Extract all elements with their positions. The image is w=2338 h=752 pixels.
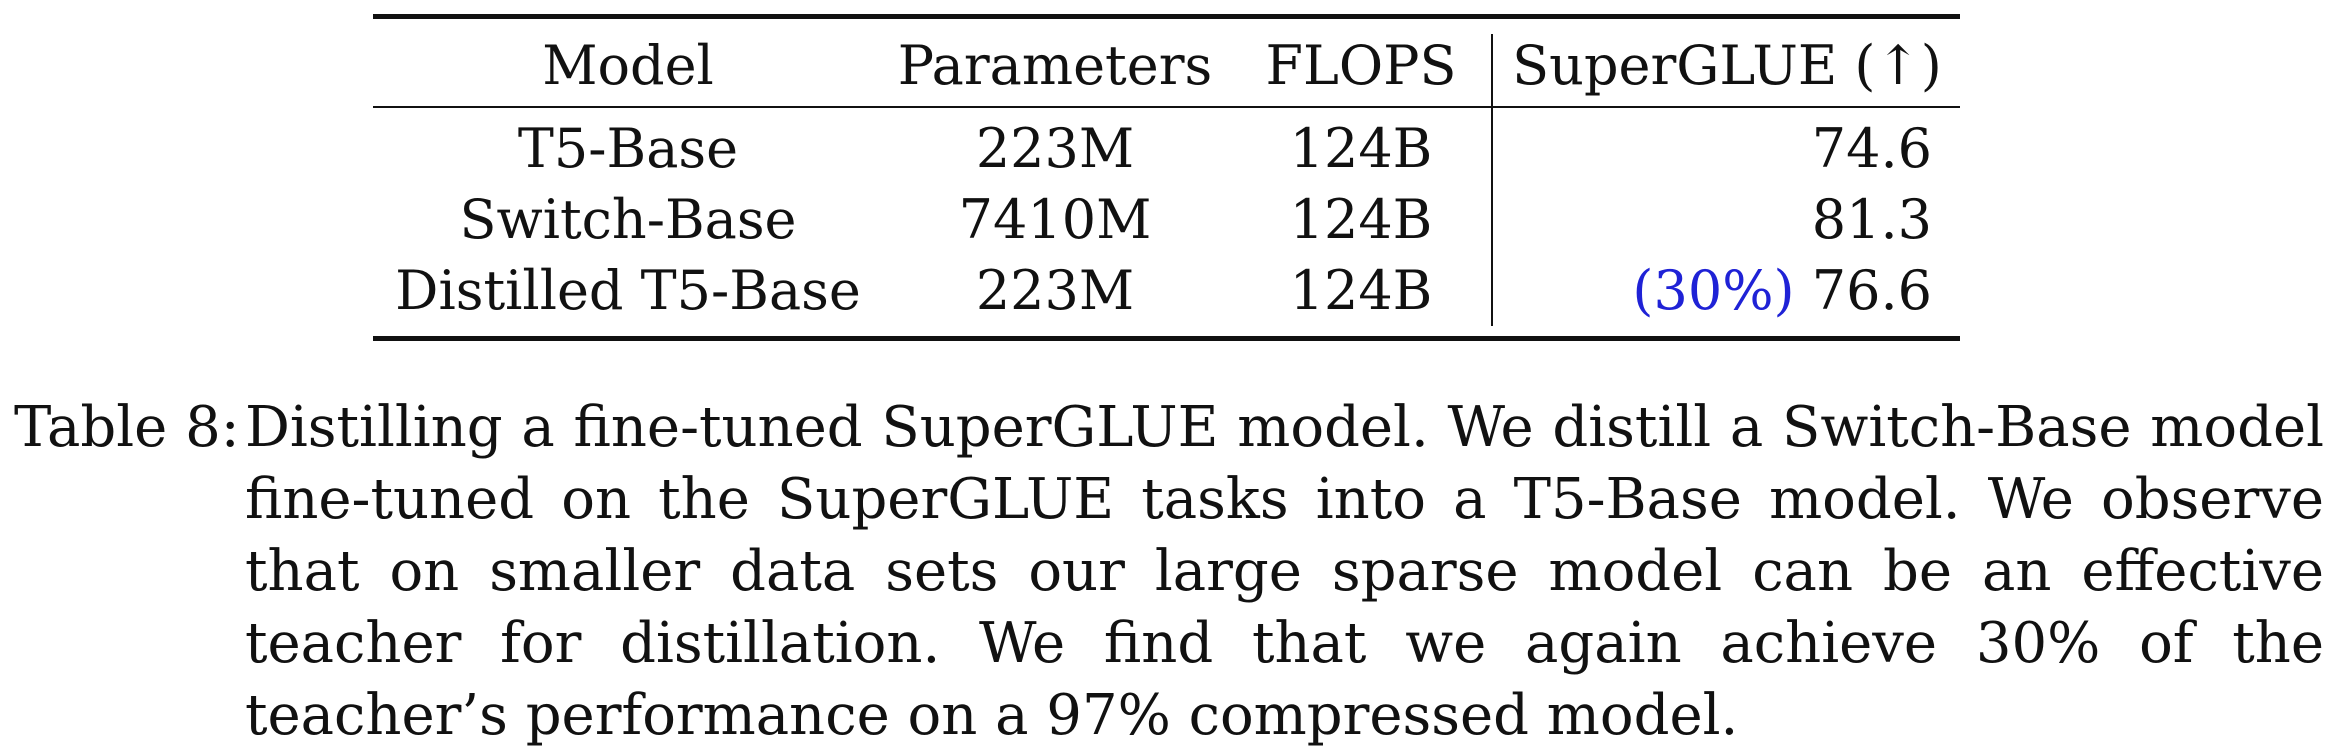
table-bottom-rule xyxy=(373,336,1960,341)
header-model: Model xyxy=(542,34,714,97)
row-3-superglue-cell: (30%) 76.6 xyxy=(1632,259,1932,323)
header-superglue: SuperGLUE (↑) xyxy=(1512,34,1942,97)
table-top-rule xyxy=(373,14,1960,19)
header-parameters: Parameters xyxy=(897,34,1213,97)
row-2-parameters: 7410M xyxy=(958,188,1152,251)
row-2-model: Switch-Base xyxy=(459,188,797,251)
row-1-model: T5-Base xyxy=(517,117,739,180)
caption-text: Distilling a fine-tuned SuperGLUE model.… xyxy=(245,395,2324,748)
row-2-superglue: 81.3 xyxy=(1811,188,1932,251)
column-separator xyxy=(1491,34,1493,326)
row-3-superglue: 76.6 xyxy=(1811,259,1932,322)
caption-label: Table 8: xyxy=(14,395,240,460)
row-1-flops: 124B xyxy=(1289,117,1433,180)
results-table: Model Parameters FLOPS SuperGLUE (↑) T5-… xyxy=(373,14,1960,341)
row-3-flops: 124B xyxy=(1289,259,1433,322)
row-1-superglue: 74.6 xyxy=(1811,117,1932,180)
row-3-improvement-note: (30%) xyxy=(1632,259,1795,322)
row-1-parameters: 223M xyxy=(975,117,1135,180)
header-flops: FLOPS xyxy=(1265,34,1457,97)
table-header-rule xyxy=(373,106,1960,108)
row-3-model: Distilled T5-Base xyxy=(395,259,861,322)
row-2-flops: 124B xyxy=(1289,188,1433,251)
row-3-parameters: 223M xyxy=(975,259,1135,322)
